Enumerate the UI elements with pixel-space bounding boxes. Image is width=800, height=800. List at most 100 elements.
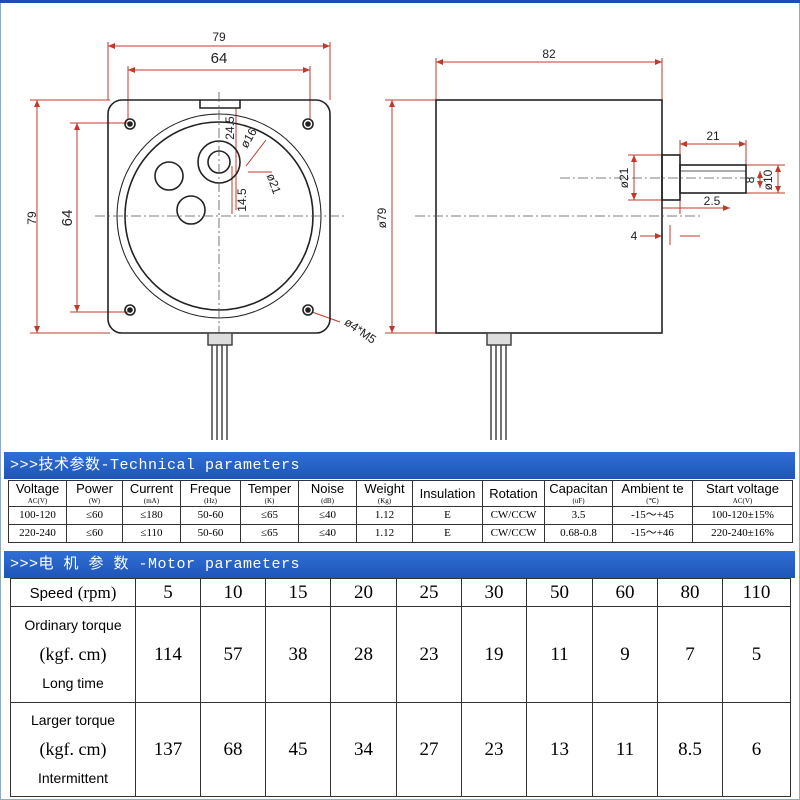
tech-cell: E	[412, 524, 483, 543]
tech-unit-row: AC(V) (W) (mA) (Hz) (K) (dB) (Kg) (uF) (…	[8, 497, 793, 507]
dim-step-two: 4	[631, 229, 638, 243]
ordinary-torque-note: Long time	[42, 675, 104, 691]
dim-front-height-inner: 64	[59, 210, 76, 227]
speed-value: 5	[135, 578, 201, 607]
technical-parameters-table: Voltage Power Current Freque Temper Nois…	[8, 480, 793, 543]
dim-shaft-offset: 24.5	[223, 116, 237, 140]
larger-torque-label: Larger torque	[30, 712, 116, 728]
motor-parameters-table: Speed (rpm) 5 10 15 20 25 30 50 60 80 11…	[10, 578, 791, 797]
ordinary-torque-value: 114	[135, 606, 201, 703]
larger-torque-value: 34	[330, 702, 397, 797]
ordinary-torque-value: 9	[592, 606, 658, 703]
tech-unit-weight: (Kg)	[356, 497, 413, 507]
dim-flat: 8	[743, 176, 757, 183]
speed-label: Speed	[29, 584, 73, 602]
tech-header-row: Voltage Power Current Freque Temper Nois…	[8, 480, 793, 507]
technical-parameters-banner: >>>技术参数-Technical parameters	[4, 452, 795, 479]
larger-torque-value: 11	[592, 702, 658, 797]
dim-shaft-length: 21	[706, 129, 720, 143]
larger-torque-unit: (kgf. cm)	[39, 739, 107, 759]
dim-step: 2.5	[704, 194, 721, 208]
front-view: 79 64 79 64 24.5 ø16 ø21 14.5 ø4*M5	[25, 30, 379, 440]
tech-unit-capacitance: (uF)	[544, 497, 613, 507]
tech-cell: 50-60	[180, 506, 241, 525]
tech-header-start-voltage: Start voltage	[692, 480, 793, 497]
tech-row-110v: 100-120 ≤60 ≤180 50-60 ≤65 ≤40 1.12 E CW…	[8, 506, 793, 525]
dim-side-diameter: ø79	[375, 207, 389, 228]
dim-offset-small: 14.5	[235, 188, 249, 212]
speed-value: 60	[592, 578, 658, 607]
tech-cell: CW/CCW	[482, 506, 545, 525]
tech-header-insulation: Insulation	[412, 480, 483, 507]
tech-cell: 1.12	[356, 524, 413, 543]
tech-unit-ambient: (℃)	[612, 497, 693, 507]
dim-front-width-inner: 64	[211, 50, 228, 67]
tech-cell: 0.68-0.8	[544, 524, 613, 543]
ordinary-torque-value: 19	[461, 606, 527, 703]
larger-torque-value: 68	[200, 702, 266, 797]
ordinary-torque-unit: (kgf. cm)	[39, 644, 107, 664]
tech-cell: E	[412, 506, 483, 525]
larger-torque-value: 6	[722, 702, 791, 797]
speed-value: 110	[722, 578, 791, 607]
tech-unit-power: (W)	[66, 497, 123, 507]
tech-cell: -15～+46	[612, 524, 693, 543]
larger-torque-value: 13	[526, 702, 593, 797]
dim-shaft-pilot: ø21	[617, 167, 631, 188]
ordinary-torque-value: 38	[265, 606, 331, 703]
speed-value: 15	[265, 578, 331, 607]
speed-value: 20	[330, 578, 397, 607]
tech-header-capacitance: Capacitan	[544, 480, 613, 497]
tech-header-noise: Noise	[298, 480, 357, 497]
tech-cell: ≤180	[122, 506, 181, 525]
larger-torque-row: Larger torque (kgf. cm) Intermittent 137…	[10, 702, 791, 797]
larger-torque-note: Intermittent	[37, 770, 109, 786]
tech-header-temperature: Temper	[240, 480, 299, 497]
top-accent-line	[0, 0, 800, 3]
tech-header-power: Power	[66, 480, 123, 497]
tech-header-rotation: Rotation	[482, 480, 545, 507]
dim-front-width-outer: 79	[212, 30, 226, 44]
ordinary-torque-value: 11	[526, 606, 593, 703]
larger-torque-value: 137	[135, 702, 201, 797]
tech-cell: -15～+45	[612, 506, 693, 525]
tech-cell: 220-240	[8, 524, 67, 543]
dim-side-length: 82	[542, 47, 556, 61]
tech-cell: 100-120	[8, 506, 67, 525]
motor-parameters-banner: >>>电 机 参 数 -Motor parameters	[4, 551, 795, 578]
tech-header-voltage: Voltage	[8, 480, 67, 497]
dim-front-height-outer: 79	[25, 211, 39, 225]
ordinary-torque-row: Ordinary torque (kgf. cm) Long time 114 …	[10, 606, 791, 703]
ordinary-torque-value: 23	[396, 606, 462, 703]
speed-value: 10	[200, 578, 266, 607]
tech-cell: 220-240±16%	[692, 524, 793, 543]
tech-unit-voltage: AC(V)	[8, 497, 67, 507]
tech-cell: 1.12	[356, 506, 413, 525]
dim-pilot-diameter: ø21	[264, 172, 284, 197]
tech-unit-frequency: (Hz)	[180, 497, 241, 507]
tech-cell: 100-120±15%	[692, 506, 793, 525]
tech-cell: ≤40	[298, 524, 357, 543]
speed-value: 25	[396, 578, 462, 607]
tech-cell: ≤110	[122, 524, 181, 543]
ordinary-torque-label-cell: Ordinary torque (kgf. cm) Long time	[10, 606, 136, 703]
tech-cell: ≤40	[298, 506, 357, 525]
tech-cell: 3.5	[544, 506, 613, 525]
speed-value: 80	[657, 578, 723, 607]
tech-cell: ≤60	[66, 506, 123, 525]
tech-cell: ≤65	[240, 506, 299, 525]
larger-torque-value: 45	[265, 702, 331, 797]
tech-cell: ≤65	[240, 524, 299, 543]
ordinary-torque-value: 57	[200, 606, 266, 703]
ordinary-torque-label: Ordinary torque	[24, 617, 122, 633]
tech-cell: 50-60	[180, 524, 241, 543]
tech-header-current: Current	[122, 480, 181, 497]
speed-value: 30	[461, 578, 527, 607]
dim-mount-holes: ø4*M5	[342, 315, 379, 347]
larger-torque-value: 23	[461, 702, 527, 797]
ordinary-torque-value: 5	[722, 606, 791, 703]
speed-row: Speed (rpm) 5 10 15 20 25 30 50 60 80 11…	[10, 578, 791, 607]
tech-cell: CW/CCW	[482, 524, 545, 543]
side-view: 82 ø79 21 ø21 ø10 8 2.5 4	[375, 47, 785, 440]
tech-unit-current: (mA)	[122, 497, 181, 507]
